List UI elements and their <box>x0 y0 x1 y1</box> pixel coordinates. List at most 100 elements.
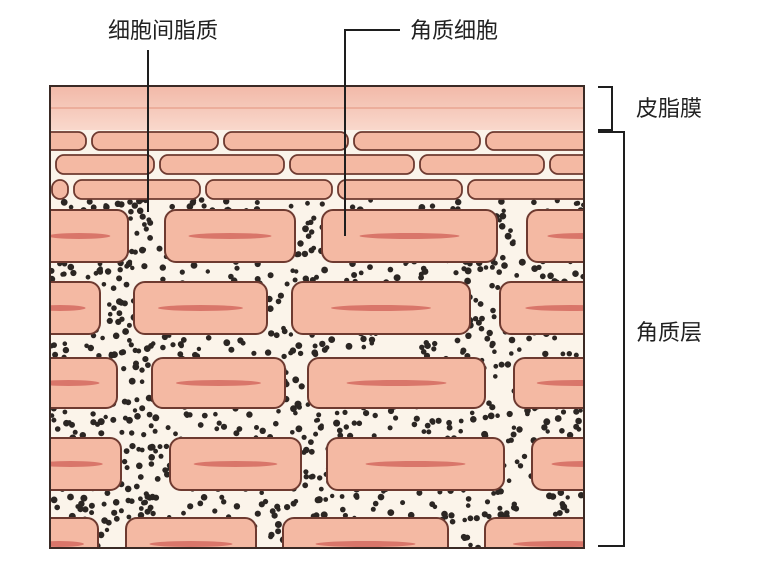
lipid-dot <box>68 204 74 210</box>
lipid-dot <box>354 494 360 500</box>
lipid-dot <box>477 301 484 307</box>
lipid-dot <box>334 410 340 416</box>
lipid-dot <box>126 416 133 424</box>
flattened-corneocyte <box>289 154 415 175</box>
lipid-dot <box>125 497 132 504</box>
label-stratum-corneum: 角质层 <box>636 321 702 346</box>
lipid-dot <box>90 411 96 417</box>
lipid-dot <box>324 345 330 350</box>
stratum-corneum-bracket <box>598 131 625 547</box>
lipid-dot <box>273 420 279 427</box>
lipid-dot <box>131 202 138 209</box>
lipid-dot <box>305 220 311 226</box>
lipid-dot <box>342 409 348 415</box>
lipid-dot <box>219 494 225 500</box>
lipid-dot <box>129 443 136 450</box>
lipid-dot <box>473 297 479 303</box>
lipid-dot <box>112 499 120 506</box>
lipid-dot <box>121 458 128 465</box>
lipid-dot <box>143 345 151 352</box>
lipid-dot <box>197 500 204 507</box>
lipid-dot <box>148 423 154 429</box>
lipid-dot <box>190 262 198 269</box>
lipid-dot <box>116 298 123 305</box>
lipid-dot <box>163 443 170 450</box>
lipid-dot <box>418 271 424 277</box>
flattened-corneocyte <box>205 179 333 200</box>
lipid-dot <box>367 264 373 270</box>
lipid-dot <box>486 400 492 407</box>
lipid-dot <box>393 415 399 421</box>
lipid-dot <box>100 335 105 341</box>
lipid-dot <box>262 498 269 505</box>
flattened-corneocyte <box>55 154 155 175</box>
lipid-dot <box>124 465 130 471</box>
lipid-dot <box>312 343 318 349</box>
lipid-dot <box>308 439 314 445</box>
lipid-dot <box>509 351 514 356</box>
lipid-dot <box>180 337 187 343</box>
lipid-dot <box>139 379 145 385</box>
lipid-dot <box>424 342 431 350</box>
lipid-dot <box>187 412 193 418</box>
lipid-dot <box>111 509 118 516</box>
flattened-corneocyte <box>337 179 463 200</box>
flattened-corneocyte-rows <box>50 131 584 200</box>
lipid-dot <box>413 415 420 422</box>
lipid-dot <box>54 504 60 511</box>
lipid-dot <box>165 425 171 431</box>
lipid-dot <box>52 351 59 358</box>
lipid-dot <box>308 448 315 455</box>
lipid-dot <box>212 508 218 514</box>
lipid-dot <box>117 267 123 273</box>
lipid-dot <box>51 417 57 423</box>
lipid-dot <box>517 463 524 469</box>
lipid-dot <box>67 493 74 501</box>
lipid-dot <box>288 203 294 209</box>
lipid-dot <box>508 336 516 344</box>
lipid-dot <box>320 511 328 519</box>
lipid-dot <box>573 423 580 430</box>
lipid-dot <box>566 351 572 357</box>
lipid-dot <box>493 363 499 369</box>
lipid-dot <box>506 478 512 484</box>
lipid-dot <box>493 260 498 266</box>
lipid-dot <box>387 509 395 516</box>
lipid-dot <box>90 419 97 426</box>
lipid-dot <box>539 273 546 280</box>
lipid-dot <box>497 218 502 223</box>
lipid-dot <box>126 322 132 328</box>
lipid-dot <box>351 272 358 278</box>
corneocyte-cell <box>125 517 257 548</box>
lipid-dot <box>139 213 146 220</box>
lipid-dot <box>491 491 496 496</box>
lipid-dot <box>472 316 479 322</box>
lipid-dot <box>484 335 491 342</box>
lipid-dot <box>144 493 151 500</box>
lipid-dot <box>491 314 497 320</box>
lipid-dot <box>293 410 298 416</box>
lipid-dot <box>448 512 455 519</box>
lipid-dot <box>486 329 493 337</box>
lipid-dot <box>110 285 117 292</box>
lipid-dot <box>79 432 87 439</box>
flattened-corneocyte <box>419 154 545 175</box>
lipid-dot <box>89 510 95 516</box>
lipid-dot <box>345 342 353 350</box>
lipid-dot <box>240 340 246 346</box>
lipid-dot <box>490 307 496 314</box>
lipid-dot <box>201 412 208 419</box>
lipid-dot <box>508 437 514 443</box>
lipid-dot <box>142 222 147 227</box>
lipid-dot <box>128 342 134 348</box>
lipid-dot <box>312 351 319 358</box>
lipid-dot <box>197 422 204 428</box>
cell-nucleus-remnant <box>157 305 244 311</box>
lipid-dot <box>119 429 125 435</box>
lipid-dot <box>531 265 539 272</box>
lipid-dot <box>309 473 316 480</box>
lipid-dot <box>554 415 562 422</box>
lipid-dot <box>305 200 310 206</box>
lipid-dot <box>407 511 415 519</box>
flattened-corneocyte <box>353 131 481 151</box>
